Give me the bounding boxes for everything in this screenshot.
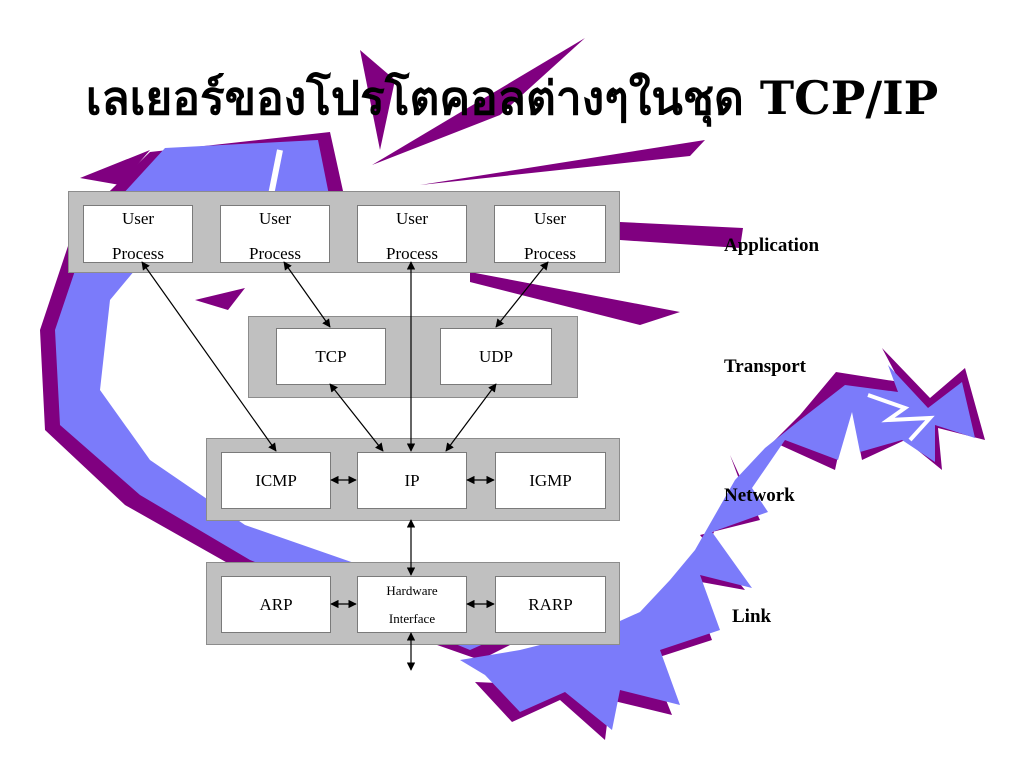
ip-box: IP bbox=[357, 452, 467, 509]
icmp-label: ICMP bbox=[255, 470, 297, 490]
tcp-label: TCP bbox=[315, 346, 347, 366]
user-process-line2: Process bbox=[524, 244, 576, 263]
purple-ray bbox=[360, 50, 395, 150]
link-layer-label: Link bbox=[732, 606, 772, 627]
user-process-line1: User bbox=[395, 209, 429, 228]
rarp-label: RARP bbox=[528, 594, 573, 614]
application-layer-label: Application bbox=[724, 235, 820, 256]
user-process-line2: Process bbox=[386, 244, 438, 263]
udp-label: UDP bbox=[478, 346, 513, 366]
user-process-line1: User bbox=[121, 209, 155, 228]
transport-layer-label: Transport bbox=[724, 356, 806, 377]
purple-ray bbox=[420, 140, 705, 185]
purple-ray bbox=[195, 288, 245, 310]
user-process-line2: Process bbox=[249, 244, 301, 263]
hardware-interface-box: Hardware Interface bbox=[357, 576, 467, 633]
hardware-interface-line1: Hardware bbox=[386, 583, 438, 598]
user-process-line2: Process bbox=[112, 244, 164, 263]
network-layer-label: Network bbox=[724, 485, 795, 506]
purple-ray bbox=[620, 222, 743, 248]
user-process-box: User Process bbox=[83, 205, 193, 263]
rarp-box: RARP bbox=[495, 576, 606, 633]
icmp-box: ICMP bbox=[221, 452, 331, 509]
igmp-box: IGMP bbox=[495, 452, 606, 509]
user-process-line1: User bbox=[258, 209, 292, 228]
user-process-box: User Process bbox=[220, 205, 330, 263]
bolt-crack bbox=[867, 393, 935, 442]
purple-ray bbox=[80, 150, 150, 185]
user-process-box: User Process bbox=[494, 205, 606, 263]
arp-box: ARP bbox=[221, 576, 331, 633]
arp-label: ARP bbox=[259, 594, 293, 614]
purple-ray bbox=[372, 38, 585, 165]
hardware-interface-line2: Interface bbox=[388, 611, 436, 626]
udp-box: UDP bbox=[440, 328, 552, 385]
tcp-box: TCP bbox=[276, 328, 386, 385]
igmp-label: IGMP bbox=[529, 470, 572, 490]
page-title: เลเยอร์ของโปรโตคอลต่างๆในชุด TCP/IP bbox=[85, 71, 939, 125]
user-process-box: User Process bbox=[357, 205, 467, 263]
user-process-line1: User bbox=[533, 209, 567, 228]
ip-label: IP bbox=[404, 470, 420, 490]
